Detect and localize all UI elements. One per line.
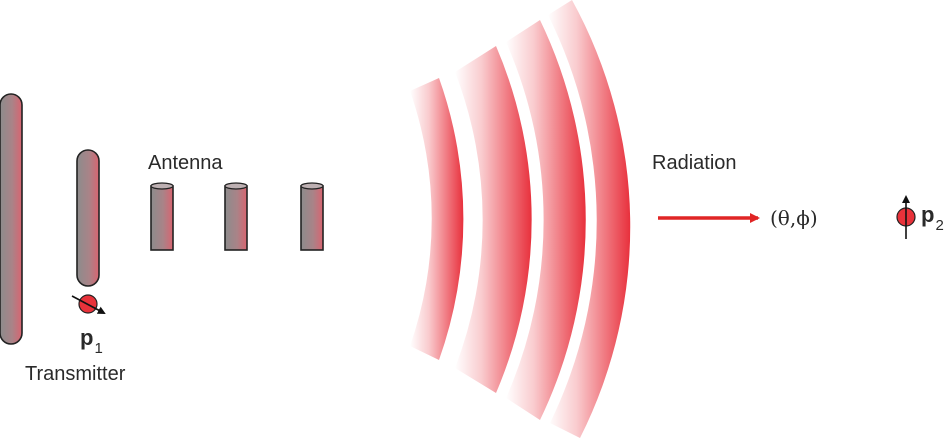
antenna-array xyxy=(0,93,324,345)
radiation-label: Radiation xyxy=(652,152,737,174)
wavefront xyxy=(410,78,464,360)
dipole-p2-label: p2 xyxy=(921,202,944,234)
dipole-p1-label: p1 xyxy=(80,325,103,357)
director-rod xyxy=(300,182,324,251)
wavefront xyxy=(548,0,631,438)
director-rod xyxy=(224,182,248,251)
driven-rod xyxy=(76,149,100,287)
antenna-label: Antenna xyxy=(148,152,223,174)
director-rod xyxy=(150,182,174,251)
wavefront xyxy=(506,20,586,420)
reflector-rod xyxy=(0,93,23,345)
direction-label: (θ,ϕ) xyxy=(770,206,818,230)
receiver-dipole xyxy=(896,195,916,239)
wavefront xyxy=(455,46,532,393)
transmitter-dipole xyxy=(71,294,106,314)
dipole-p1-arrow xyxy=(71,295,106,314)
radiation-wavefronts xyxy=(410,0,631,438)
transmitter-label: Transmitter xyxy=(25,363,126,385)
